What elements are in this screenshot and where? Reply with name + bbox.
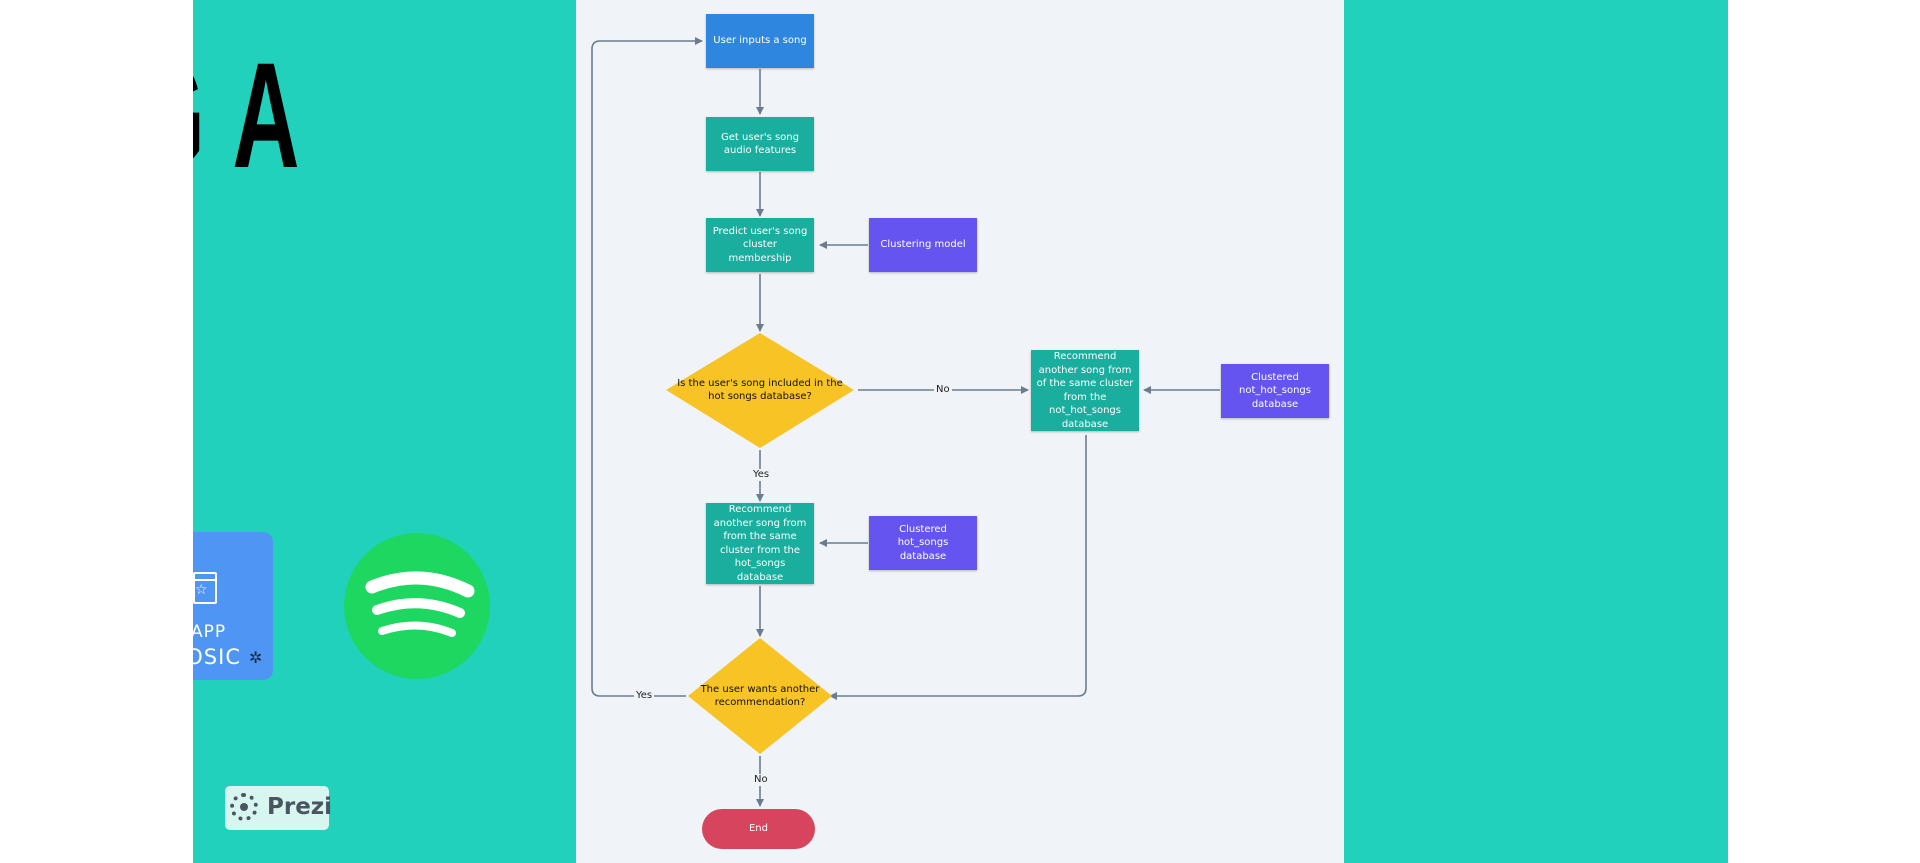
edge-label-yes-down: Yes	[751, 469, 772, 481]
prezi-logo-icon	[230, 793, 258, 821]
app-card[interactable]: ☆ APP OSIC ✲	[193, 532, 273, 680]
flowchart-connectors	[591, 37, 1220, 849]
spotify-logo	[344, 533, 490, 679]
node-get-features[interactable]: Get user's song audio features	[706, 117, 814, 171]
end-shape	[702, 809, 815, 849]
node-decision-again[interactable]: The user wants another recommendation?	[700, 683, 820, 709]
node-clustered-not-hot[interactable]: Clustered not_hot_songs database	[1221, 364, 1329, 418]
node-decision-hot[interactable]: Is the user's song included in the hot s…	[677, 377, 843, 403]
prezi-label: Prezi	[267, 794, 333, 820]
app-card-line1: APP	[193, 622, 227, 642]
loading-spinner-icon: ✲	[249, 648, 263, 667]
node-end[interactable]: End	[748, 823, 768, 835]
node-predict-cluster[interactable]: Predict user's song cluster membership	[706, 218, 814, 272]
slide-title-fragment: NG A	[193, 31, 302, 199]
edge-recommend-not-hot-again	[829, 435, 1087, 700]
edge-again-loop	[591, 37, 703, 697]
spotify-waves-icon	[365, 571, 475, 637]
star-icon: ☆	[195, 582, 208, 598]
edge-label-yes-loop: Yes	[634, 690, 655, 702]
node-clustered-hot[interactable]: Clustered hot_songs database	[869, 516, 977, 570]
app-card-line2: OSIC	[193, 645, 241, 669]
decision-hot-shape	[666, 333, 854, 448]
left-slide-panel: NG A ☆ APP OSIC ✲ Prezi	[193, 0, 576, 863]
right-slide-panel	[1344, 0, 1728, 863]
decision-again-shape	[688, 638, 832, 754]
edge-label-no-end: No	[752, 774, 770, 786]
node-clustering-model[interactable]: Clustering model	[869, 218, 977, 272]
node-recommend-not-hot[interactable]: Recommend another song from of the same …	[1031, 350, 1139, 431]
browser-window-icon	[193, 572, 217, 604]
prezi-badge[interactable]: Prezi	[225, 786, 333, 830]
edge-label-no-right: No	[934, 384, 952, 396]
flowchart-canvas: User inputs a song Get user's song audio…	[576, 0, 1344, 863]
node-start[interactable]: User inputs a song	[706, 14, 814, 68]
node-recommend-hot[interactable]: Recommend another song from from the sam…	[706, 503, 814, 584]
